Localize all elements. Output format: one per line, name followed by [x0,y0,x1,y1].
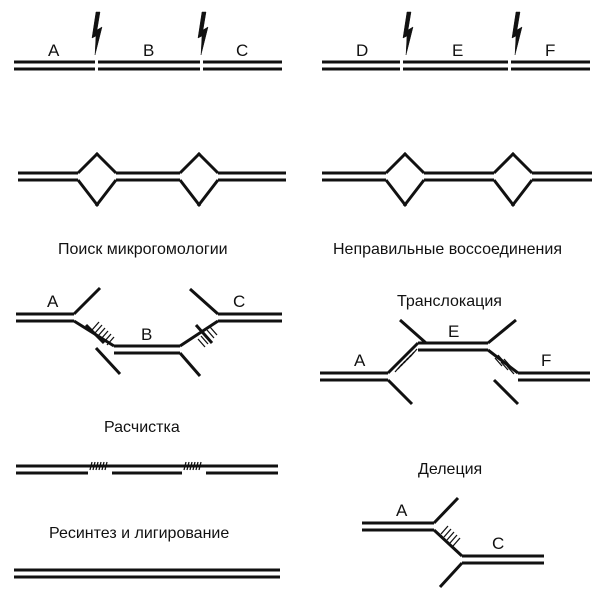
caption-translocation: Транслокация [397,293,502,310]
segment-label-a: A [48,41,60,60]
microhomology-hatch [440,525,461,547]
resected-dna-left [18,151,286,207]
segment-label-c: C [492,534,504,553]
segment-label-f: F [541,351,551,370]
segment-label-c: C [236,41,248,60]
repaired-dna [14,568,280,579]
break-bolt-icon [91,11,103,56]
caption-resynthesis: Ресинтез и лигирование [49,525,229,542]
segment-label-b: B [141,325,152,344]
break-bolt-icon [402,11,414,56]
translocated-dna-aef [320,318,590,406]
trimmed-dna [16,464,278,475]
caption-microhomology: Поиск микрогомологии [58,241,228,258]
segment-label-a: A [396,501,408,520]
deleted-dna-ac [362,496,544,589]
resected-dna-right [322,151,592,207]
broken-dna-def [322,60,590,71]
segment-label-d: D [356,41,368,60]
microhomology-hatch [394,348,515,375]
segment-label-e: E [448,322,459,341]
segment-label-a: A [354,351,366,370]
break-bolt-icon [511,11,523,56]
segment-label-f: F [545,41,555,60]
microhomology-hatch [89,461,202,471]
break-bolt-icon [197,11,209,56]
annealed-dna-abc [16,286,282,377]
caption-misjoin: Неправильные воссоединения [333,241,562,258]
broken-dna-abc [14,60,282,71]
caption-trimming: Расчистка [104,419,180,436]
caption-deletion: Делеция [418,461,482,478]
segment-label-a: A [47,292,59,311]
segment-label-b: B [143,41,154,60]
segment-label-c: C [233,292,245,311]
segment-label-e: E [452,41,463,60]
microhomology-hatch [91,321,218,348]
